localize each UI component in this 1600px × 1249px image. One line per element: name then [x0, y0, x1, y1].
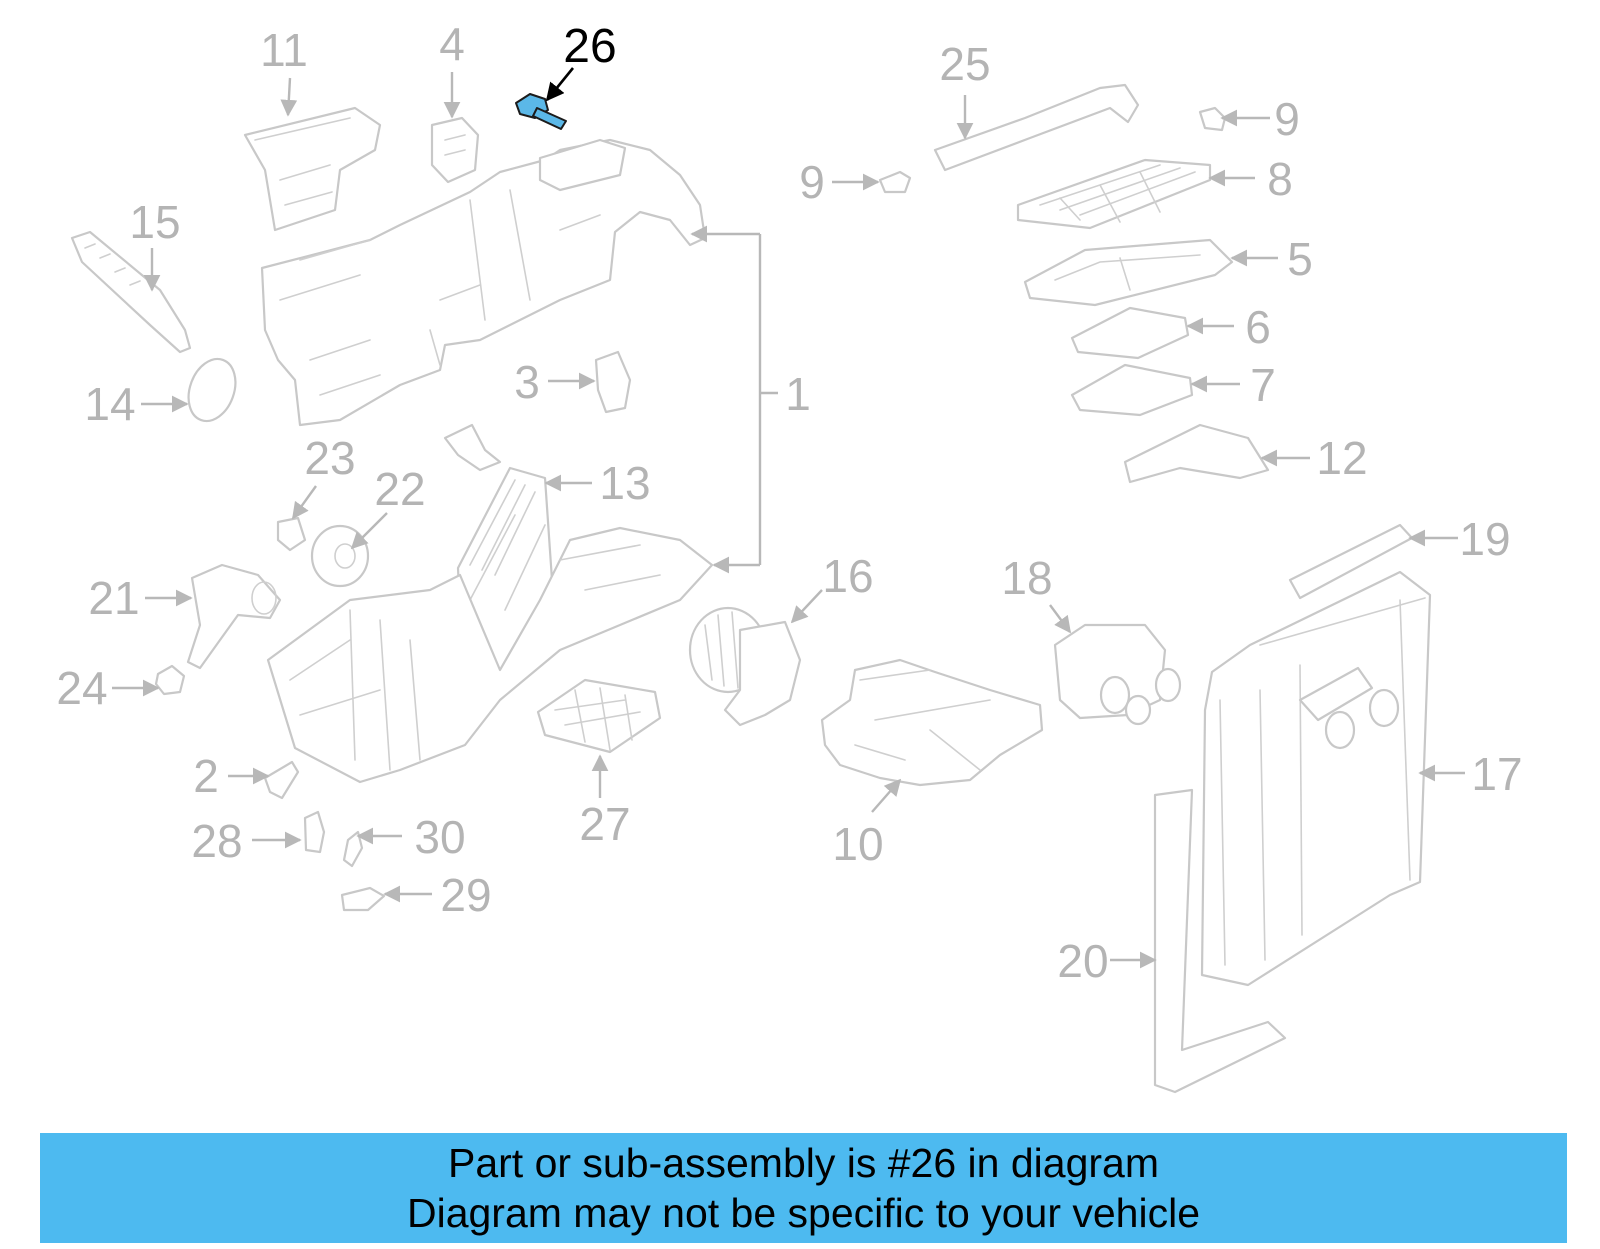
callout-20: 20 [1057, 935, 1108, 987]
callout-19: 19 [1459, 513, 1510, 565]
part-23-plug [276, 516, 307, 552]
callout-6: 6 [1245, 301, 1271, 353]
callout-28: 28 [191, 815, 242, 867]
part-15-sensor [70, 230, 192, 354]
callout-25: 25 [939, 38, 990, 90]
part-21-elbow [186, 563, 282, 670]
part-drawings [70, 83, 1432, 1094]
callout-17: 17 [1471, 748, 1522, 800]
part-8-filter [1016, 158, 1212, 230]
part-14-ring [187, 357, 237, 423]
callout-11: 11 [260, 24, 308, 76]
callout-4: 4 [439, 18, 465, 70]
part-1-lower-housing [266, 526, 714, 784]
part-27-grille [536, 678, 662, 754]
callout-12: 12 [1316, 432, 1367, 484]
part-16-blower [688, 606, 802, 727]
part-17-heater-core [1200, 570, 1432, 987]
callout-16: 16 [822, 550, 873, 602]
part-25-trim-bar [933, 83, 1140, 172]
part-22-wheel [310, 524, 370, 588]
callout-8: 8 [1267, 153, 1293, 205]
part-3-clip [594, 350, 632, 414]
callout-30: 30 [414, 811, 465, 863]
callout-18: 18 [1001, 552, 1052, 604]
part-29-clip [340, 886, 386, 912]
part-9-clip-a [1198, 106, 1227, 132]
part-5-housing [1023, 238, 1234, 307]
callout-22: 22 [374, 463, 425, 515]
part-11-duct [243, 106, 382, 232]
part-2-clip [263, 760, 300, 800]
callout-5: 5 [1287, 233, 1313, 285]
callout-27: 27 [579, 798, 630, 850]
part-28-pin [303, 810, 326, 854]
callout-15: 15 [129, 196, 180, 248]
callout-13: 13 [599, 457, 650, 509]
callout-29: 29 [440, 869, 491, 921]
callout-numbers: 26 11 4 15 14 3 25 9 9 8 5 6 7 12 1 23 2… [56, 18, 1522, 987]
leader-lines [112, 67, 1465, 969]
callout-9-right: 9 [1274, 93, 1300, 145]
callout-24: 24 [56, 662, 107, 714]
callout-2: 2 [193, 750, 219, 802]
banner-part-line: Part or sub-assembly is #26 in diagram [448, 1140, 1159, 1186]
part-7-gasket [1070, 363, 1194, 417]
callout-26: 26 [563, 20, 616, 73]
callout-21: 21 [88, 572, 139, 624]
info-banner: Part or sub-assembly is #26 in diagram D… [40, 1133, 1567, 1243]
part-26-screw [515, 93, 567, 130]
banner-disclaimer-line: Diagram may not be specific to your vehi… [406, 1190, 1200, 1236]
callout-9-left: 9 [799, 156, 825, 208]
part-12-bracket [1123, 423, 1270, 484]
callout-14: 14 [84, 378, 135, 430]
callout-23: 23 [304, 432, 355, 484]
callout-1: 1 [785, 368, 811, 420]
part-4-actuator [430, 116, 480, 184]
callout-7: 7 [1250, 359, 1276, 411]
part-1-upper-housing [260, 138, 707, 427]
part-24-nut [154, 664, 186, 696]
part-6-gasket [1070, 306, 1190, 360]
part-20-seal [1153, 788, 1287, 1094]
part-9-clip-b [878, 170, 912, 194]
part-18-valve [1053, 623, 1182, 726]
callout-10: 10 [832, 818, 883, 870]
part-10-module [820, 658, 1044, 787]
callout-3: 3 [514, 356, 540, 408]
